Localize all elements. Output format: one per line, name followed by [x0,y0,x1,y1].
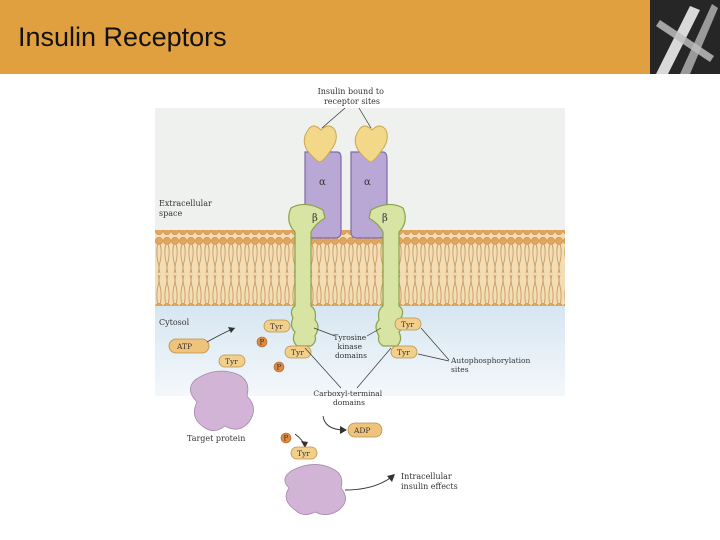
diagram-svg: α α β β Insulin bound to receptor sites … [155,87,565,515]
alpha-label-right: α [364,177,371,188]
phosphate-product [280,432,292,444]
label-extracellular-line1: Extracellular [159,199,212,208]
pointer-insulin-right [358,107,372,129]
insulin-left [303,125,337,163]
target-protein [190,370,254,431]
pointer-carboxyl-right [356,347,392,389]
slide-header [0,0,720,74]
phosphate-receptor-1-label: P [260,339,265,347]
label-insulin-bound: Insulin bound to receptor sites [318,87,387,106]
label-target-protein: Target protein [187,434,245,443]
tyr-label-product: Tyr [297,449,310,458]
label-autophosphorylation: Autophosphorylation sites [450,356,533,374]
label-intracellular-line2: insulin effects [401,482,458,491]
pointer-insulin-left [321,107,346,129]
label-insulin-bound-line1: Insulin bound to [318,87,385,96]
pointer-kinase-left [313,327,336,337]
tyr-label-left-lower: Tyr [291,348,304,357]
beta-label-left: β [312,213,318,224]
label-tyrosine-kinase-line1: Tyrosine [333,333,366,342]
tyr-box-target [218,354,246,368]
tyr-label-target: Tyr [225,357,238,366]
label-carboxyl-terminal-line1: Carboxyl-terminal [313,389,382,398]
tyr-label-left-upper: Tyr [270,322,283,331]
pointer-autophos-upper [420,327,450,361]
label-extracellular-line2: space [159,209,182,218]
label-extracellular: Extracellular space [159,199,214,218]
effects-arrow [344,475,394,491]
logo [650,0,720,74]
insulin-right [354,125,388,163]
beta-subunit-left [288,203,326,347]
label-autophosphorylation-line1: Autophosphorylation [450,356,531,365]
insulin-receptor-diagram: α α β β Insulin bound to receptor sites … [155,84,565,524]
effects-arrowhead [387,474,395,482]
label-carboxyl-terminal: Carboxyl-terminal domains [313,389,384,407]
phosphate-receptor-1 [256,336,268,348]
adp-arrowhead [340,426,347,434]
label-tyrosine-kinase: Tyrosine kinase domains [333,333,368,360]
tyr-box-right-upper [394,317,422,331]
pointer-kinase-right [366,327,382,337]
label-autophosphorylation-line2: sites [451,365,469,374]
crossed-needles-icon [650,0,720,74]
atp-label: ATP [176,342,192,351]
tyr-label-right-upper: Tyr [401,320,414,329]
label-carboxyl-terminal-line2: domains [333,398,365,407]
phosphate-receptor-2-label: P [277,364,282,372]
label-cytosol: Cytosol [159,318,190,327]
tyr-label-right-lower: Tyr [397,348,410,357]
label-tyrosine-kinase-line2: kinase [338,342,363,351]
tyr-box-right-lower [390,345,418,359]
beta-label-right: β [382,213,388,224]
label-intracellular-line1: Intracellular [401,472,452,481]
phosphate-arrowhead [301,441,308,448]
tyr-box-product [290,446,318,460]
phosphate-receptor-2 [273,361,285,373]
label-intracellular: Intracellular insulin effects [401,472,458,491]
adp-label: ADP [353,426,370,435]
atp-arrowhead [228,327,235,333]
label-tyrosine-kinase-line3: domains [335,351,367,360]
beta-subunit-right [368,203,406,347]
label-insulin-bound-line2: receptor sites [324,97,380,106]
activated-protein [284,464,346,515]
adp-molecule [347,422,383,438]
phosphate-product-label: P [284,435,289,443]
pointer-autophos-lower [417,353,450,362]
tyr-box-left-lower [284,345,312,359]
lipid-bilayer [155,230,565,306]
slide-title: Insulin Receptors [18,22,227,52]
atp-molecule [168,338,210,354]
alpha-label-left: α [319,177,326,188]
pointer-carboxyl-left [304,347,342,389]
tyr-box-left-upper [263,319,291,333]
